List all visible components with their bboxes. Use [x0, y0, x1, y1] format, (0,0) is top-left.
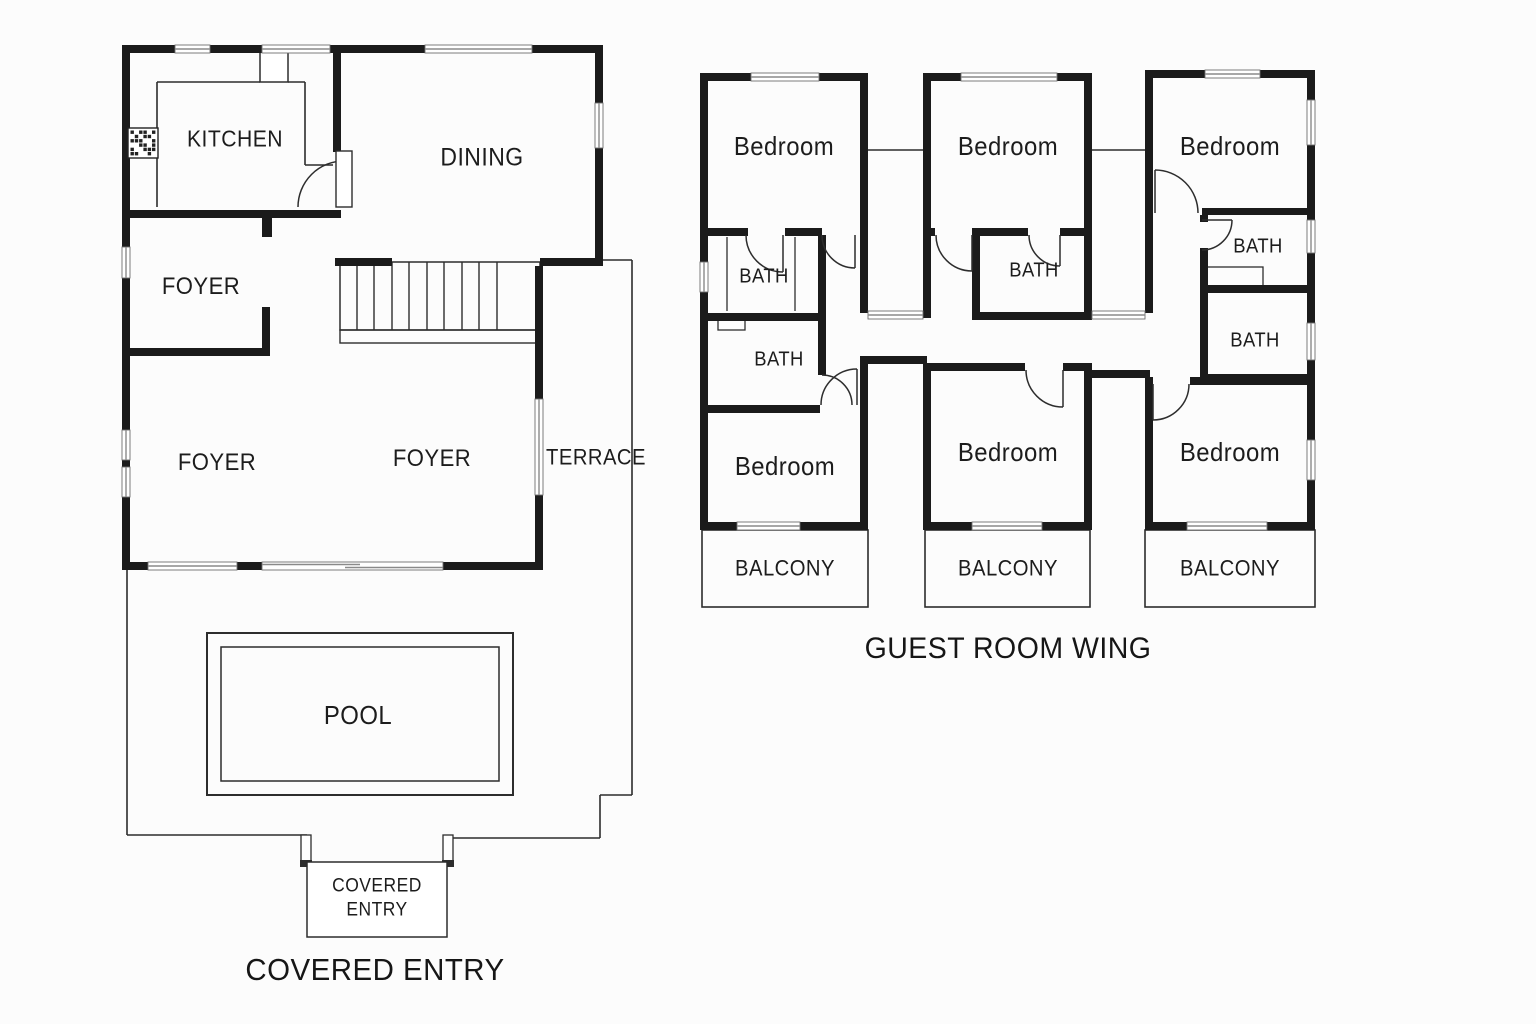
room-label-bedroom-bottom-left: Bedroom — [734, 450, 836, 481]
room-label-balcony-left: BALCONY — [735, 555, 835, 581]
room-label-pool: POOL — [323, 699, 393, 730]
room-label-covered-entry: COVERED ENTRY — [332, 875, 422, 920]
plan-caption-guest-room-wing: GUEST ROOM WING — [864, 632, 1152, 665]
room-label-bath-left-upper: BATH — [739, 265, 789, 288]
qr-stamp-icon — [127, 127, 159, 159]
room-label-foyer-upper: FOYER — [161, 273, 241, 300]
room-label-balcony-right: BALCONY — [1180, 555, 1280, 581]
room-label-bedroom-top-right: Bedroom — [1179, 130, 1281, 161]
room-label-foyer-left: FOYER — [177, 449, 257, 476]
room-label-bedroom-top-middle: Bedroom — [957, 130, 1059, 161]
room-label-foyer-right: FOYER — [392, 445, 472, 472]
room-label-terrace: TERRACE — [546, 444, 646, 470]
room-label-bedroom-bottom-right: Bedroom — [1179, 436, 1281, 467]
plan-caption-covered-entry: COVERED ENTRY — [245, 952, 505, 987]
windows — [121, 44, 1316, 571]
room-label-dining: DINING — [440, 143, 524, 172]
room-label-bath-left-lower: BATH — [754, 348, 804, 371]
room-label-bath-middle: BATH — [1009, 259, 1059, 282]
room-label-balcony-middle: BALCONY — [958, 555, 1058, 581]
door-swings — [297, 150, 1233, 421]
walls — [122, 45, 1315, 570]
room-label-bedroom-bottom-middle: Bedroom — [957, 436, 1059, 467]
room-label-kitchen: KITCHEN — [186, 125, 284, 152]
room-label-bath-right-lower: BATH — [1230, 329, 1280, 352]
room-label-bedroom-top-left: Bedroom — [733, 130, 835, 161]
thin-linework — [126, 51, 1316, 938]
room-label-bath-right-upper: BATH — [1233, 235, 1283, 258]
